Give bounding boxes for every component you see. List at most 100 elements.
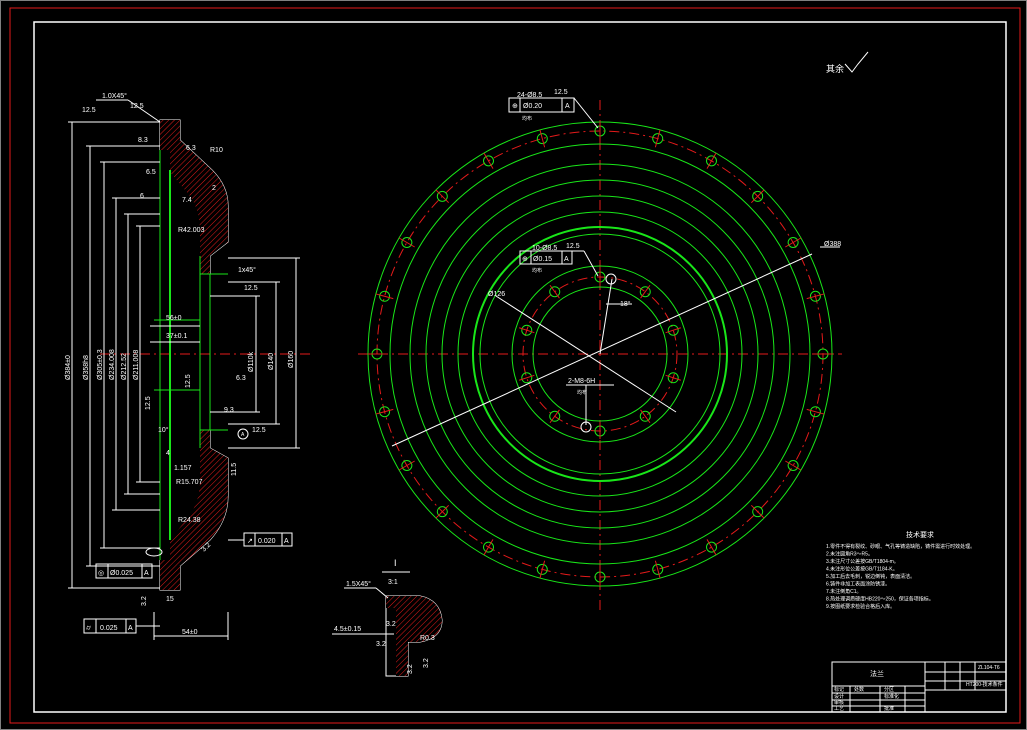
top-note: 均布 [522, 115, 532, 122]
outer-bolt-hole [652, 133, 664, 145]
detail-r0-3: R0.3 [420, 635, 435, 642]
r3-2-label: 3.2 [200, 542, 212, 554]
ring-4 [441, 195, 759, 513]
top-tol-box [508, 97, 575, 113]
outer-hole-axis [483, 539, 494, 556]
r12-5-e: 12.5 [145, 396, 152, 410]
tech-req-title: 技术要求 [906, 530, 934, 539]
inner-hole-axis [519, 327, 535, 334]
outer-bolt-hole [752, 506, 764, 518]
d1-157-label: 1.157 [174, 465, 192, 472]
inner-note: 均布 [532, 267, 542, 274]
inner-bolt-hole [639, 410, 651, 422]
hatch-bottom-flange [160, 560, 180, 590]
outer-hole-axis [483, 152, 494, 169]
outer-hole-axis [750, 504, 765, 519]
ring-7 [479, 233, 721, 475]
detail-chamfer-leader-2 [375, 587, 389, 599]
inner-bolt-hole [549, 286, 561, 298]
d160-label: Ø160 [288, 351, 295, 368]
outer-bolt-hole [401, 460, 413, 471]
ring-2 [409, 163, 791, 545]
inner-bolt-hole [639, 286, 651, 298]
flat-value: Ø0.025 [110, 570, 133, 577]
flat-frame [95, 563, 153, 579]
outer-bolt-hole [752, 190, 764, 202]
d15-label: 15 [166, 596, 174, 603]
outer-hole-axis [654, 129, 661, 148]
runout-value: 0.020 [258, 538, 276, 545]
detail-dim: 4.5±0.15 [334, 626, 361, 633]
inner-bolt-hole [667, 324, 679, 336]
inner-bolt-hole [521, 324, 533, 336]
outer-hole-axis [398, 460, 415, 471]
tb-code: ZL104-T6 [978, 665, 1000, 671]
section-dia-label: Ø212.52 [121, 353, 128, 380]
r12-5-f: 12.5 [252, 427, 266, 434]
inner-hole-axis [640, 284, 651, 299]
outer-hole-axis [435, 504, 450, 519]
tb-r3-a: 审核 [834, 699, 844, 706]
outer-bolt-hole [787, 460, 799, 471]
d140-label: Ø140 [268, 353, 275, 370]
outer-hole-axis [750, 189, 765, 204]
top-roughness: 12.5 [554, 89, 568, 96]
tb-r1-b: 处数 [854, 686, 864, 693]
thread-note: 均布 [577, 389, 587, 396]
part-name: 法兰 [870, 669, 884, 678]
inner-roughness: 12.5 [566, 243, 580, 250]
tech-req-line: 3.未注尺寸公差按GB/T1804-m。 [826, 558, 899, 565]
top-count-label: 24-Ø8.5 [517, 92, 542, 99]
r42-label: R42.003 [178, 227, 205, 234]
inner-hole-axis [549, 409, 560, 424]
outer-bolt-hole [706, 155, 717, 167]
dia-leader-outer [391, 253, 813, 447]
outer-bolt-hole [379, 290, 391, 302]
roughness-note: 其余 [826, 51, 869, 74]
detail-r3-2a: 3.2 [386, 621, 396, 628]
outer-bolt-hole [536, 133, 548, 145]
tech-req-line: 7.未注倒角C1。 [826, 588, 862, 595]
inner-count-label: 10-Ø8.5 [532, 245, 557, 252]
front-view: Ø388 Ø126 18° 2-M8-6H 均布 24-Ø8.5 ⊕ Ø0.20… [358, 89, 842, 610]
r12-5-c: 12.5 [244, 285, 258, 292]
outer-bolt-hole [809, 290, 821, 302]
outer-hole-axis [435, 189, 450, 204]
outer-hole-axis [375, 408, 394, 415]
hatch-lower-hub [200, 430, 210, 448]
inner-ring-1 [511, 265, 689, 443]
outer-hole-axis [785, 237, 802, 248]
datum-a-circle [237, 428, 249, 440]
inner-hole-axis [519, 374, 535, 381]
cyl-datum: A [128, 625, 133, 632]
r12-5-a: 12.5 [82, 107, 96, 114]
tb-r2-a: 设计 [834, 693, 844, 700]
outer-hole-axis [806, 408, 825, 415]
detail-roman: I [394, 558, 397, 568]
detail-chamfer: 1.5X45° [346, 580, 371, 588]
flat-icon: ◎ [98, 570, 104, 577]
h8-3-label: 8.3 [138, 137, 148, 144]
title-block-outer [831, 661, 1007, 713]
d9-3-label: 9.3 [224, 407, 234, 414]
flat-datum: A [144, 570, 149, 577]
inner-holes [519, 269, 681, 439]
tech-req-line: 4.未注形位公差按GB/T1184-K。 [826, 566, 898, 573]
top-datum: A [565, 103, 570, 110]
drawing-frame-outer [9, 7, 1021, 724]
ang10-label: 10° [158, 426, 169, 434]
h6-3-label: 6.3 [186, 145, 196, 152]
r7-4-label: 7.4 [182, 197, 192, 204]
title-block: 法兰 标记 处数 分区 设计 标准化 审核 工艺 批准 ZL104-T6 HT2… [831, 661, 1007, 713]
r24-label: R24.38 [178, 517, 201, 524]
section-dia-label: Ø305±0.3 [97, 349, 104, 380]
tb-sheet: HT200-技术条件 [966, 681, 1003, 688]
c1x45-label: 1x45° [238, 266, 256, 274]
outer-hole-axis [375, 293, 394, 300]
extension-lines [68, 121, 300, 640]
dia-outer-label: Ø388 [824, 241, 841, 248]
inner-position-icon: ⊕ [522, 256, 528, 263]
runout-icon: ↗ [247, 538, 253, 545]
section-dia-label: Ø234.008 [109, 349, 116, 380]
